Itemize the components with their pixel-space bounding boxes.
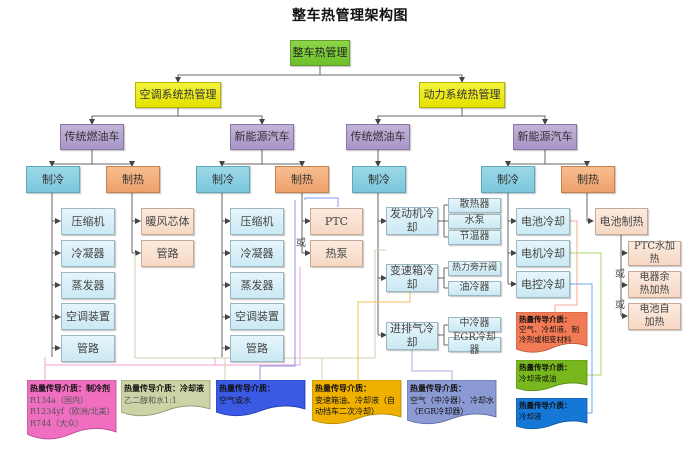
intake-exhaust-cooling-item: EGR冷却器 — [448, 332, 501, 356]
motor-cooling-node: 电机冷却 — [516, 240, 570, 267]
media-header: 热量传导介质：冷却液 — [124, 383, 204, 393]
note-shape — [516, 360, 588, 392]
ac-nev-cool-item: 管路 — [230, 335, 284, 362]
link-root-ac — [175, 66, 321, 83]
media-header: 热量传导介质： — [519, 363, 572, 372]
power-traditional-node: 传统燃油车 — [346, 124, 410, 150]
ac-nev-heat-item-heatpump: 热泵 — [310, 240, 363, 267]
media-line: 空气（中冷器）、冷却水（EGR冷却器） — [410, 395, 494, 417]
note-shape — [312, 380, 402, 425]
diagram-title: 整车热管理架构图 — [292, 8, 408, 24]
ac-nev-node: 新能源汽车 — [230, 124, 294, 150]
media-line: 冷却液 — [519, 411, 542, 421]
ac-nev-heating-node: 制热 — [275, 166, 329, 193]
media-line: R1234yf（欧洲/北美） — [30, 407, 115, 417]
ac-trad-cool-item: 蒸发器 — [61, 272, 115, 299]
battery-heating-node: 电池制热 — [595, 208, 648, 235]
ac-trad-heating-node: 制热 — [106, 166, 160, 193]
power-nev-heating-node: 制热 — [561, 166, 615, 193]
note-shape — [27, 380, 117, 440]
ac-trad-cool-item: 压缩机 — [61, 208, 115, 235]
power-nev-cooling-node: 制冷 — [481, 166, 535, 193]
media-note-controller: 热量传导介质： 冷却液 — [516, 398, 588, 430]
media-note-coolant: 热量传导介质：冷却液 乙二醇和水1:1 — [121, 380, 211, 420]
ac-trad-cooling-node: 制冷 — [26, 166, 80, 193]
ac-nev-cool-item: 空调装置 — [230, 303, 284, 330]
media-note-battery: 热量传导介质： 空气、冷却液、制冷剂或相变材料 — [516, 312, 588, 354]
power-system-node: 动力系统热管理 — [419, 82, 505, 108]
note-shape — [516, 312, 588, 353]
media-line: 冷却液或油 — [519, 373, 557, 383]
link-ac-nev — [178, 115, 265, 125]
nev-heat-item: PTC水加热 — [628, 241, 681, 266]
media-header: 热量传导介质： — [519, 401, 572, 410]
note-shape — [516, 398, 588, 430]
gearbox-cooling-item: 热力旁开阀 — [448, 261, 501, 276]
power-nev-node: 新能源汽车 — [513, 124, 577, 150]
engine-cooling-item: 散热器 — [448, 198, 501, 213]
note-shape — [407, 380, 497, 425]
link-power-trad — [375, 108, 463, 125]
engine-cooling-node: 发动机冷却 — [386, 207, 438, 235]
media-header: 热量传导介质：制冷剂 — [30, 383, 110, 393]
media-header: 热量传导介质： — [315, 383, 371, 393]
ac-trad-cool-item: 空调装置 — [61, 303, 115, 330]
note-shape — [121, 380, 211, 417]
media-note-oil-coolant: 热量传导介质： 变速箱油、冷却液（自动挡车二次冷却） — [312, 380, 402, 426]
media-note-refrigerant: 热量传导介质：制冷剂 R134a（国内） R1234yf（欧洲/北美） R744… — [27, 380, 117, 442]
ac-nev-cool-item: 蒸发器 — [230, 272, 284, 299]
link-root-power — [320, 74, 465, 83]
ac-trad-heat-item: 暖风芯体 — [141, 208, 194, 235]
or-label: 或 — [615, 269, 625, 280]
battery-cooling-node: 电池冷却 — [516, 208, 570, 235]
or-label: 或 — [615, 300, 625, 311]
root-node: 整车热管理 — [290, 40, 350, 66]
ac-system-node: 空调系统热管理 — [135, 82, 221, 108]
media-header: 热量传导介质： — [219, 383, 275, 393]
media-line: 变速箱油、冷却液（自动挡车二次冷却） — [315, 395, 395, 417]
ac-trad-heat-item: 管路 — [141, 240, 194, 267]
ac-nev-cool-item: 冷凝器 — [230, 240, 284, 267]
intake-exhaust-cooling-node: 进排气冷却 — [386, 322, 438, 350]
ac-traditional-node: 传统燃油车 — [60, 124, 124, 150]
ac-trad-cool-item: 冷凝器 — [61, 240, 115, 267]
engine-cooling-item: 水泵 — [448, 214, 501, 229]
media-header: 热量传导介质： — [410, 383, 466, 393]
gearbox-cooling-node: 变速箱冷却 — [386, 264, 438, 292]
media-header: 热量传导介质： — [519, 315, 572, 324]
media-line: 空气或水 — [219, 395, 251, 405]
link-ac-trad — [89, 108, 179, 125]
media-note-air-egr: 热量传导介质： 空气（中冷器）、冷却水（EGR冷却器） — [407, 380, 497, 426]
note-shape — [216, 380, 306, 417]
intake-exhaust-cooling-item: 中冷器 — [448, 317, 501, 332]
media-line: 空气、冷却液、制冷剂或相变材料 — [519, 325, 579, 345]
or-label: 或 — [296, 238, 306, 249]
gearbox-cooling-item: 油冷器 — [448, 281, 501, 296]
media-line: R744（大众） — [30, 418, 84, 428]
media-note-air-water: 热量传导介质： 空气或水 — [216, 380, 306, 420]
media-note-motor: 热量传导介质： 冷却液或油 — [516, 360, 588, 392]
ac-trad-cool-item: 管路 — [61, 335, 115, 362]
media-line: R134a（国内） — [30, 395, 89, 405]
ac-nev-cooling-node: 制冷 — [196, 166, 250, 193]
media-line: 乙二醇和水1:1 — [124, 395, 177, 405]
nev-heat-item: 电器余热加热 — [628, 271, 681, 298]
engine-cooling-item: 节温器 — [448, 230, 501, 245]
nev-heat-item: 电池自加热 — [628, 303, 681, 330]
ac-nev-cool-item: 压缩机 — [230, 208, 284, 235]
power-trad-cooling-node: 制冷 — [352, 166, 406, 193]
controller-cooling-node: 电控冷却 — [516, 271, 570, 298]
link-power-nev — [462, 115, 548, 125]
ac-nev-heat-item-ptc: PTC — [310, 208, 363, 235]
